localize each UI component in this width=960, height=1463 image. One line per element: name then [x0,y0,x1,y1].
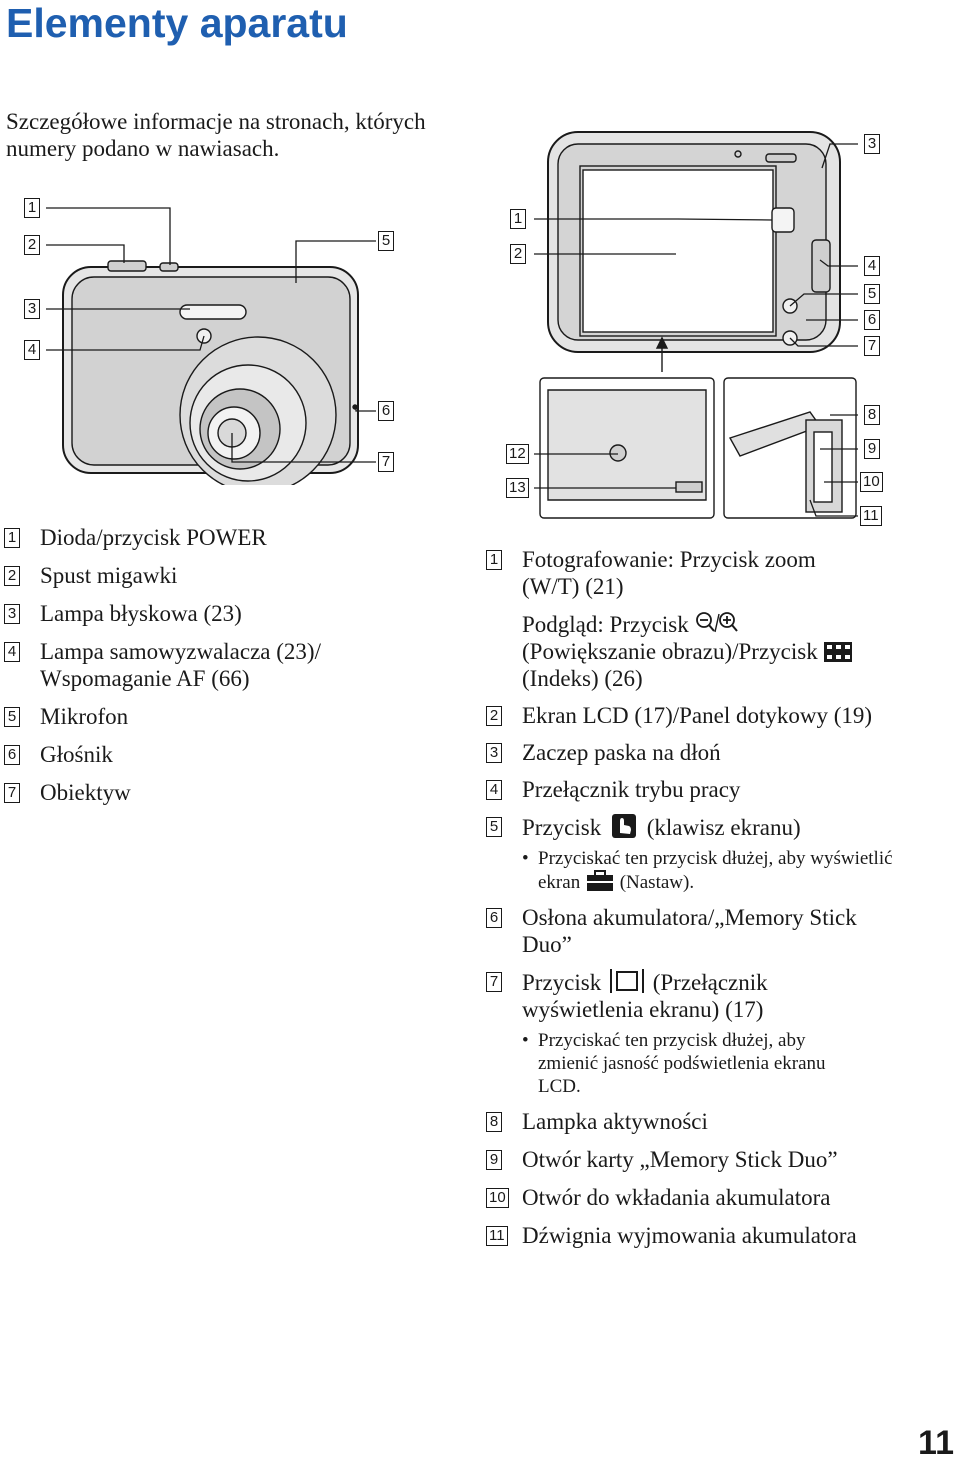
callout-9: 9 [864,439,880,459]
callout-4: 4 [864,256,880,276]
list-item: 1 Fotografowanie: Przycisk zoom (W/T) (2… [486,546,916,692]
zoom-out-icon [695,612,738,633]
setup-toolbox-icon [586,870,613,891]
callout-2: 2 [24,235,40,255]
callout-11: 11 [860,506,882,526]
callout-7: 7 [378,452,394,472]
callout-1: 1 [24,198,40,218]
callout-1: 1 [510,209,526,229]
callout-6: 6 [378,401,394,421]
index-icon [824,642,853,662]
list-item: 5 Przycisk (klawisz ekranu) • Przyciskać… [486,813,916,894]
callout-12: 12 [506,444,529,464]
display-switch-icon [609,969,644,993]
callout-10: 10 [860,472,883,492]
touch-screen-key-icon [611,814,636,838]
note-bullet: • Przyciskać ten przycisk dłużej, aby wy… [522,848,893,893]
callout-4: 4 [24,340,40,360]
page-title: Elementy aparatu [6,0,348,46]
callout-7: 7 [864,336,880,356]
list-item: 7 Przycisk (Przełącznik wyświetlenia ekr… [486,968,852,1098]
callout-8: 8 [864,405,880,425]
callout-5: 5 [864,284,880,304]
camera-back-illustration [534,131,858,519]
callout-3: 3 [864,134,880,154]
callout-3: 3 [24,299,40,319]
callout-2: 2 [510,244,526,264]
page-number: 11 [918,1424,954,1462]
back-parts-list: 1 Fotografowanie: Przycisk zoom (W/T) (2… [486,546,916,1249]
note-bullet: • Przyciskać ten przycisk dłużej, aby zm… [522,1030,826,1097]
camera-front-illustration [46,207,376,485]
callout-13: 13 [506,478,529,498]
callout-6: 6 [864,310,880,330]
intro-text: Szczegółowe informacje na stronach, któr… [6,109,426,161]
callout-5: 5 [378,231,394,251]
